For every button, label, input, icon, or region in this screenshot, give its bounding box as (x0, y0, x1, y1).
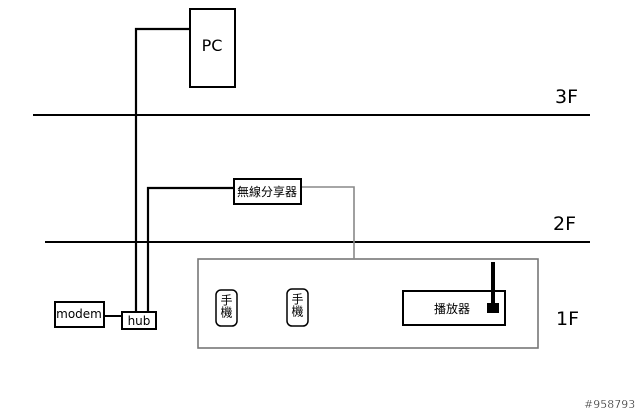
floor-label-2f: 2F (553, 213, 576, 235)
hub-box (121, 311, 157, 330)
phone-2-box (286, 288, 309, 327)
cable-hub-to-router (146, 186, 234, 312)
modem-box (54, 301, 105, 328)
phone-2-node: 手機 (286, 288, 309, 327)
floor-label-3f: 3F (555, 86, 578, 108)
cable-hub-to-pc (134, 27, 190, 312)
player-label: 播放器 (434, 301, 470, 316)
pc-label: PC (202, 36, 223, 55)
hub-node: hub (121, 311, 157, 330)
watermark: #958793 (584, 398, 635, 411)
router-box (233, 178, 302, 205)
floor-label-1f: 1F (556, 308, 579, 330)
phone-1-label: 手機 (219, 294, 233, 318)
pc-node: PC (189, 8, 236, 88)
modem-node: modem (54, 301, 105, 328)
player-node: 播放器 (402, 262, 506, 326)
room-1f-box (197, 258, 539, 349)
phone-2-label: 手機 (290, 293, 304, 317)
modem-label: modem (56, 307, 102, 321)
phone-1-node: 手機 (215, 289, 238, 327)
antenna-base-icon (487, 303, 499, 313)
phone-1-box (215, 289, 238, 327)
hub-label: hub (128, 314, 151, 328)
pc-box (189, 8, 236, 88)
router-node: 無線分享器 (233, 178, 302, 205)
router-wifi-link (301, 186, 355, 259)
router-label: 無線分享器 (237, 184, 297, 199)
